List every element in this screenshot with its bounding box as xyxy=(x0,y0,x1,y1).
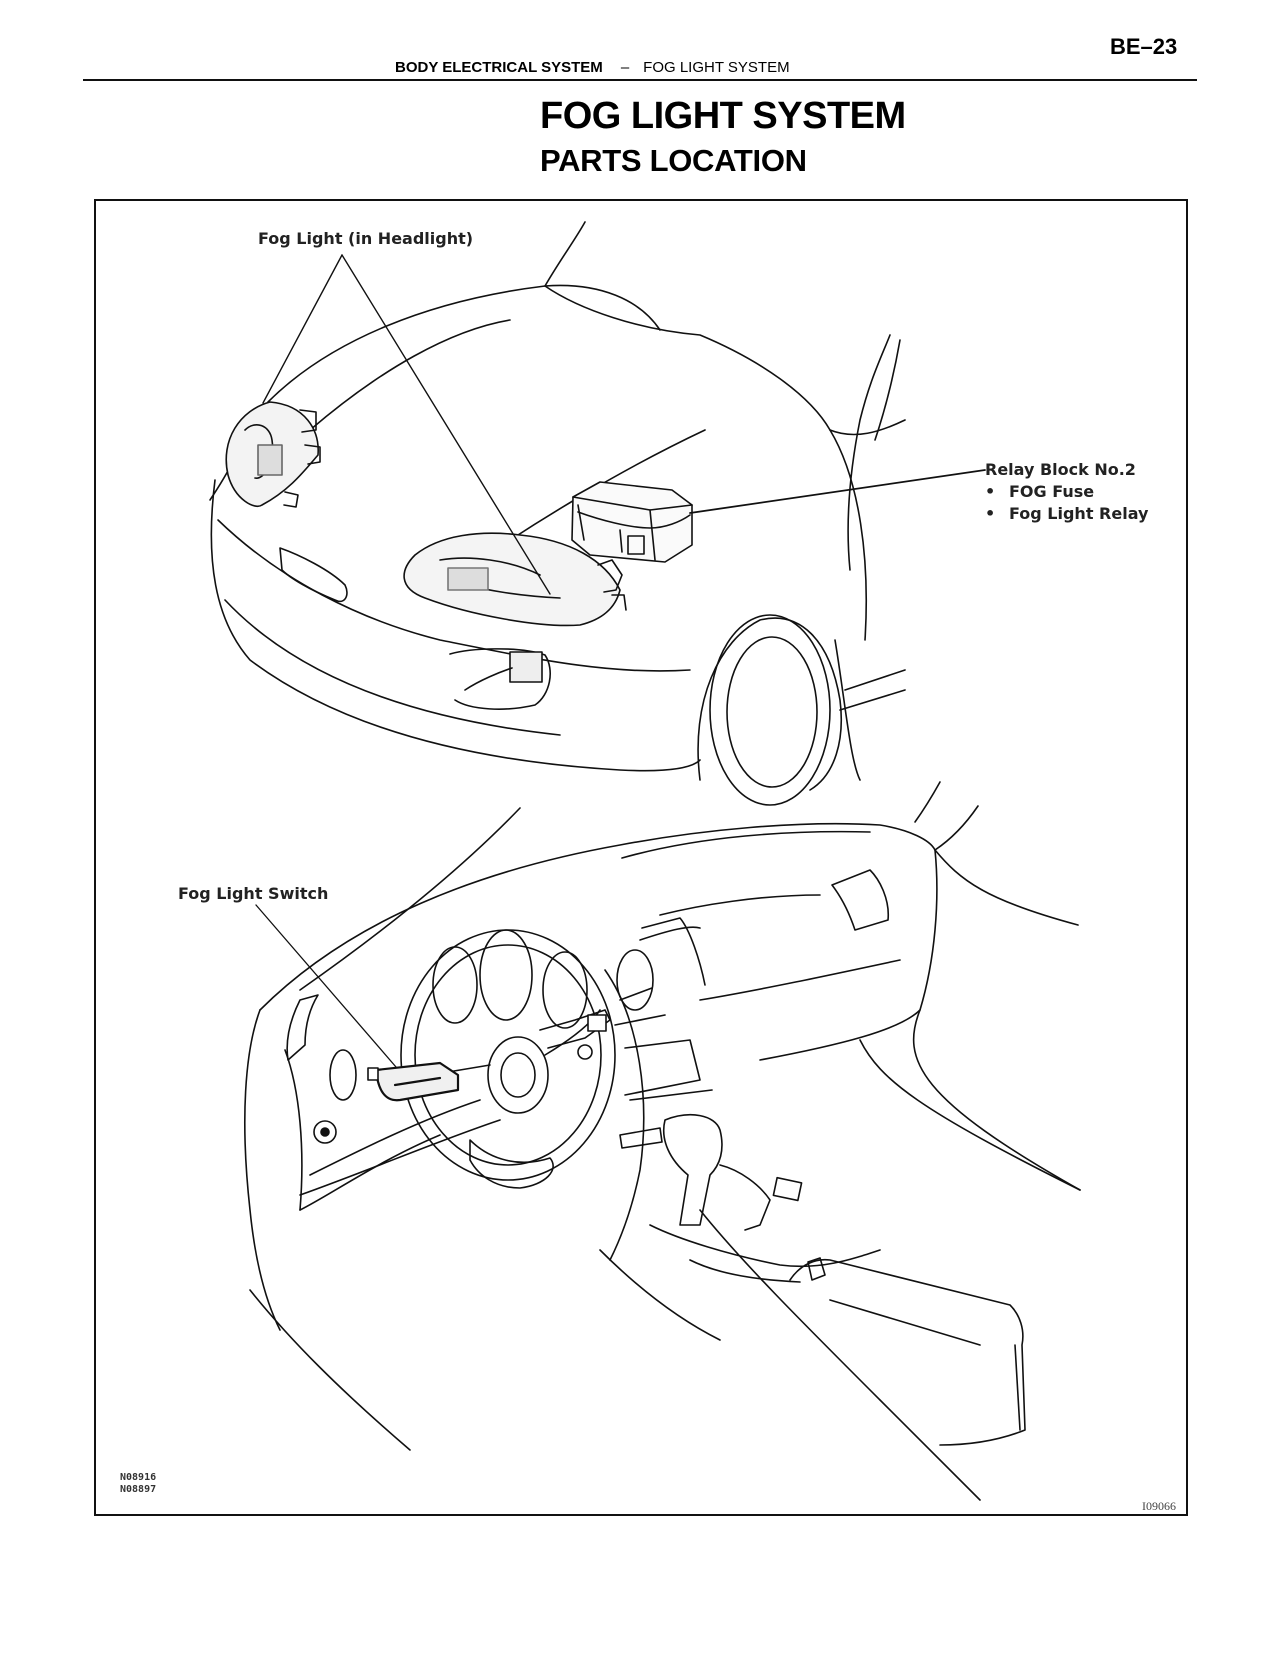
page-title: FOG LIGHT SYSTEM xyxy=(540,95,906,137)
leader-line-fog-light-left xyxy=(262,254,343,404)
callout-fog-light: Fog Light (in Headlight) xyxy=(258,229,474,248)
car-front-illustration xyxy=(209,221,986,806)
leader-line-fog-switch xyxy=(255,904,397,1068)
header-separator: – xyxy=(620,59,630,76)
relay-block-item: •FOG Fuse xyxy=(985,482,1095,501)
fog-light-switch-icon xyxy=(367,1009,611,1102)
bullet-icon: • xyxy=(985,504,996,523)
bullet-icon: • xyxy=(985,482,996,501)
figure-code: N08916 xyxy=(120,1472,157,1483)
leader-line-relay-block xyxy=(689,469,986,514)
section-title: BODY ELECTRICAL SYSTEM xyxy=(395,59,603,76)
running-header: BODY ELECTRICAL SYSTEM–FOG LIGHT SYSTEM xyxy=(395,59,790,76)
page-subtitle: PARTS LOCATION xyxy=(540,143,807,178)
figure-id: I09066 xyxy=(1142,1499,1176,1513)
relay-block-item: •Fog Light Relay xyxy=(985,504,1149,523)
dashboard-illustration xyxy=(244,781,1081,1501)
leader-line-fog-light-right xyxy=(341,254,551,595)
subsection-title: FOG LIGHT SYSTEM xyxy=(643,59,790,76)
page-number: BE–23 xyxy=(1110,34,1178,59)
figure-codes: N08916 N08897 xyxy=(120,1472,156,1496)
figure-code: N08897 xyxy=(120,1484,157,1495)
header-rule xyxy=(83,79,1197,81)
steering-wheel-icon xyxy=(400,929,616,1189)
relay-block-icon xyxy=(571,481,693,563)
relay-block-label: Relay Block No.2 xyxy=(985,460,1136,479)
figure-frame xyxy=(94,199,1188,1516)
callout-fog-light-switch: Fog Light Switch xyxy=(178,884,329,903)
callout-relay-block: Relay Block No.2 •FOG Fuse •Fog Light Re… xyxy=(985,459,1148,525)
